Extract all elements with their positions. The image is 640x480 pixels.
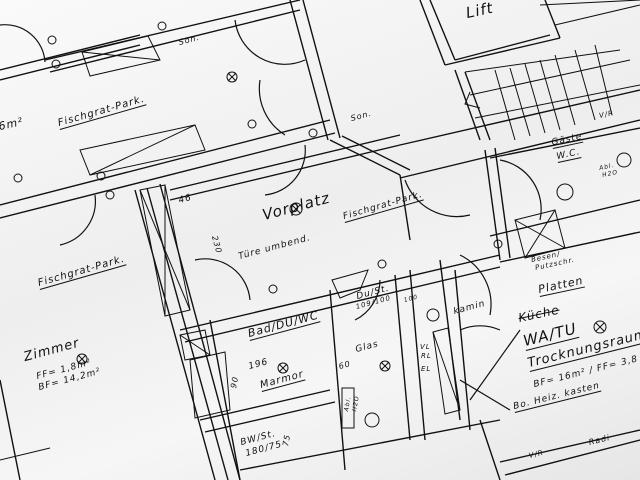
- switch-icons: [13, 21, 503, 294]
- staircase: [464, 0, 640, 141]
- light-icon: [379, 360, 391, 372]
- light-icon: [277, 362, 289, 374]
- el-label: EL: [421, 365, 432, 373]
- cabinets: [79, 35, 566, 419]
- ceiling-light-icons: [76, 71, 607, 374]
- light-icon: [76, 353, 88, 365]
- vl-label: VL: [420, 343, 431, 351]
- light-icon: [289, 202, 303, 216]
- rl-label: RL: [421, 352, 432, 360]
- fixtures: [0, 152, 632, 461]
- door-swings: [0, 19, 542, 411]
- light-icon: [593, 320, 607, 334]
- light-icon: [226, 71, 238, 83]
